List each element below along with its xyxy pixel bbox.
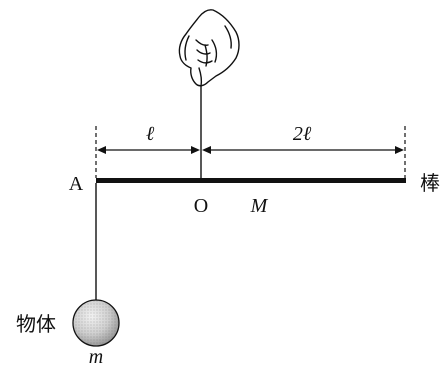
hand-icon [178, 9, 240, 87]
left-length-label: ℓ [146, 123, 155, 145]
point-a-label: A [69, 173, 84, 195]
rod-mass-label: M [250, 195, 269, 217]
object-mass-label: m [89, 346, 103, 368]
dimension-right [202, 146, 404, 154]
right-length-label: 2ℓ [293, 123, 312, 145]
object-label: 物体 [16, 313, 56, 336]
dimension-left [97, 146, 200, 154]
point-o-label: O [194, 195, 208, 217]
ball-icon [72, 299, 120, 347]
rod [96, 178, 406, 183]
rod-label: 棒 [420, 172, 440, 195]
